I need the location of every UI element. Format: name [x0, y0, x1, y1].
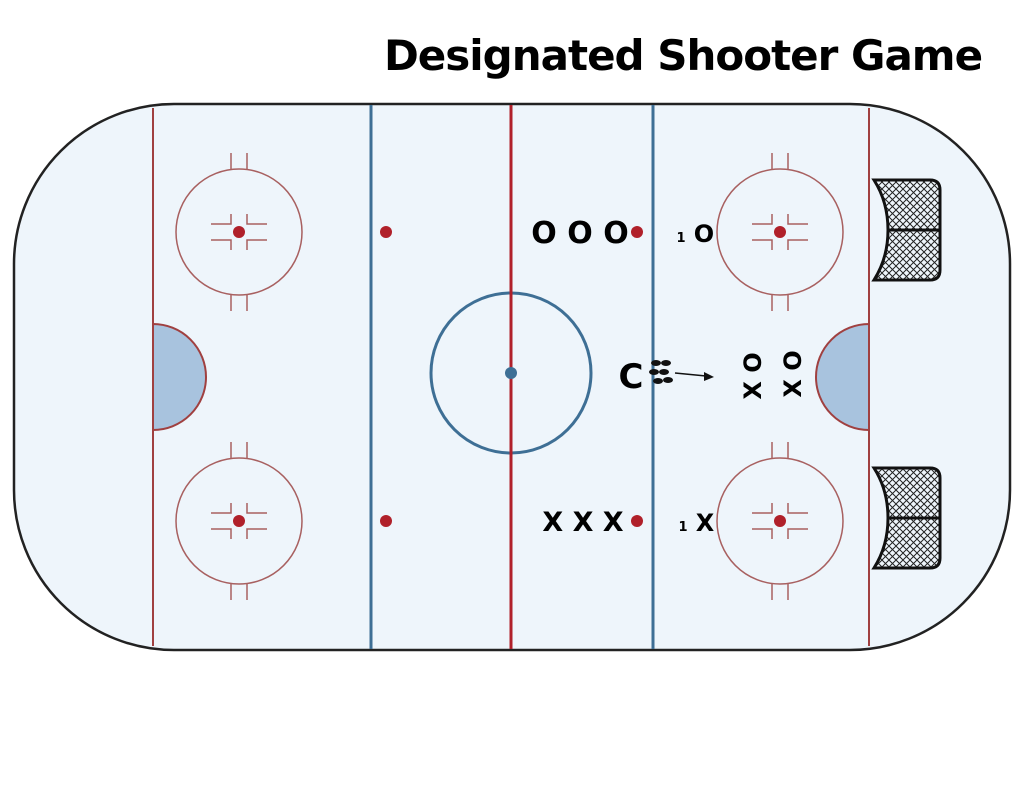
- top-designated-player: O: [694, 220, 714, 248]
- neutral-dot-top-left: [380, 226, 392, 238]
- diagram-title: Designated Shooter Game: [384, 31, 982, 80]
- right-column-1: X O: [739, 352, 767, 399]
- faceoff-circle-bottom-left: [175, 442, 303, 600]
- faceoff-circle-bottom-right: [716, 442, 844, 600]
- left-goal-crease: [152, 322, 207, 432]
- top-player-number: 1: [676, 231, 685, 246]
- neutral-dot-bottom-left: [380, 515, 392, 527]
- right-column-2: X O: [779, 350, 807, 397]
- bottom-team-group: X X X: [542, 507, 623, 538]
- neutral-dot-bottom-right: [631, 515, 643, 527]
- pass-arrow-icon: [674, 372, 714, 381]
- puck-stack-icon: [649, 360, 673, 384]
- bottom-designated-player: X: [696, 509, 715, 537]
- coach-marker: C: [619, 357, 644, 397]
- top-team-group: O O O: [531, 216, 628, 251]
- neutral-dot-top-right: [631, 226, 643, 238]
- net-icon: [871, 178, 942, 282]
- center-dot: [505, 367, 517, 379]
- faceoff-circle-top-right: [716, 153, 844, 311]
- bottom-player-number: 1: [678, 520, 687, 535]
- faceoff-circle-top-left: [175, 153, 303, 311]
- net-icon: [871, 466, 942, 570]
- right-goal-crease: [815, 322, 870, 432]
